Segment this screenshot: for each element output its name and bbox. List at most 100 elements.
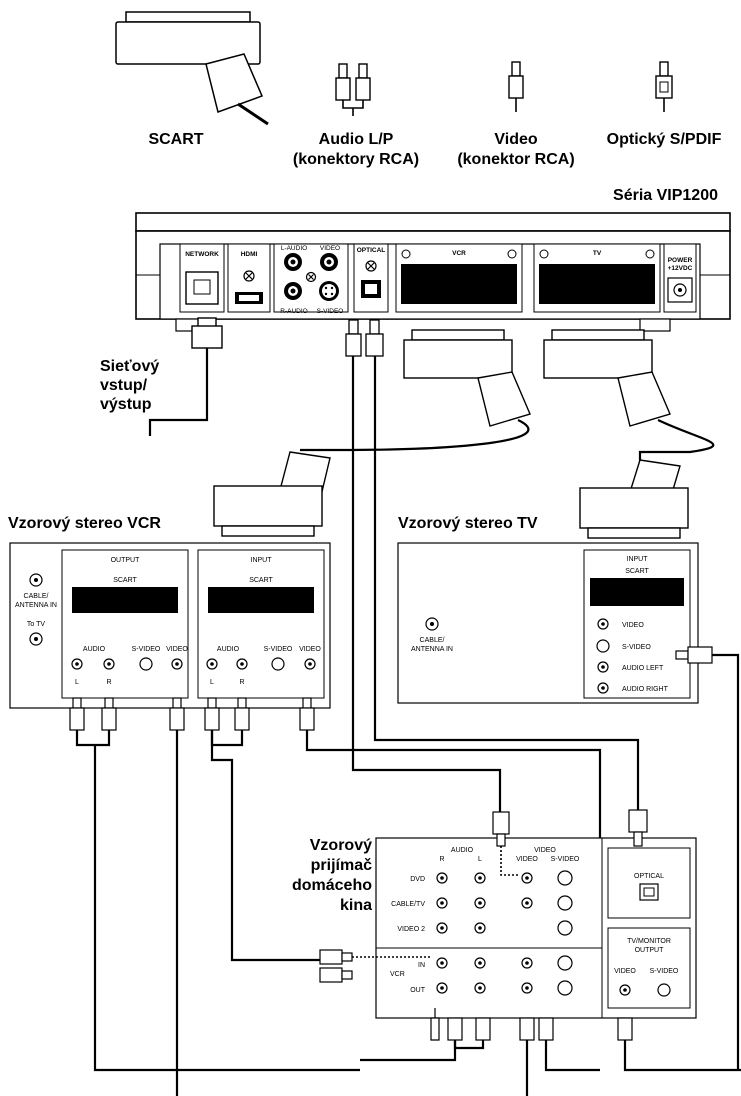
scart-connector-icon xyxy=(115,11,269,126)
receiver-video-group-label: VIDEO xyxy=(534,847,556,854)
receiver-plugs xyxy=(319,809,648,1050)
vcr-to-tv-label: To TV xyxy=(27,621,45,628)
rca-jack-center xyxy=(525,986,529,990)
network-label-line1: Sieťový xyxy=(100,358,159,375)
vcr-input-label: INPUT xyxy=(251,557,273,564)
rca-jack-center xyxy=(478,901,482,905)
stb-power-label-line2: +12VDC xyxy=(668,265,693,272)
optical-port: OPTICAL xyxy=(353,243,389,313)
tv-cable-label-line1: CABLE/ xyxy=(420,637,445,644)
receiver-audio-label: AUDIO xyxy=(451,847,474,854)
vcr-input-video-label: VIDEO xyxy=(299,646,321,653)
vcr-title: Vzorový stereo VCR xyxy=(8,515,161,532)
stb-vcr-scart-port: VCR xyxy=(395,243,523,313)
receiver-device: Vzorový prijímač domáceho kina AUDIO VID… xyxy=(292,837,697,1019)
vcr-input-audio-label: AUDIO xyxy=(217,646,240,653)
hdmi-port: HDMI xyxy=(227,243,271,313)
vcr-cable-label-line2: ANTENNA IN xyxy=(15,602,57,609)
rca-jack-center xyxy=(478,926,482,930)
vcr-output-scart-label: SCART xyxy=(113,577,137,584)
vcr-input-r-label: R xyxy=(239,679,244,686)
stb-optical-label: OPTICAL xyxy=(357,247,386,254)
rca-jack-center xyxy=(440,986,444,990)
vcr-cable-label-line1: CABLE/ xyxy=(24,593,49,600)
stb-network-label: NETWORK xyxy=(185,251,219,258)
receiver-title-line3: domáceho xyxy=(292,877,372,894)
network-label-line2: vstup/ xyxy=(100,377,148,394)
network-cable xyxy=(148,317,223,436)
receiver-out-label: OUT xyxy=(410,987,426,994)
legend-optical-label: Optický S/PDIF xyxy=(607,131,722,148)
vcr-input-scart-label: SCART xyxy=(249,577,273,584)
legend-audio-label-line1: Audio L/P xyxy=(319,131,394,148)
receiver-s-video-label: S-VIDEO xyxy=(551,856,580,863)
receiver-video2-label: VIDEO 2 xyxy=(397,926,425,933)
tv-video-plug xyxy=(675,646,713,664)
receiver-l-label: L xyxy=(478,856,482,863)
receiver-monitor-video-label: VIDEO xyxy=(614,968,636,975)
stb-tv-label: TV xyxy=(593,250,602,257)
tv-audio-right-label: AUDIO RIGHT xyxy=(622,686,669,693)
vcr-output-label: OUTPUT xyxy=(111,557,141,564)
stb-power-label-line1: POWER xyxy=(668,257,693,264)
stb-video-label: VIDEO xyxy=(320,245,340,252)
vcr-output-audio-label: AUDIO xyxy=(83,646,106,653)
receiver-r-label: R xyxy=(439,856,444,863)
rca-video-connector-icon xyxy=(508,61,524,112)
receiver-video-label: VIDEO xyxy=(516,856,538,863)
rca-jack-center xyxy=(440,926,444,930)
rca-jack-center xyxy=(478,986,482,990)
tv-device: Vzorový stereo TV CABLE/ ANTENNA IN INPU… xyxy=(397,515,699,704)
rca-jack-center xyxy=(478,876,482,880)
vcr-device: Vzorový stereo VCR CABLE/ ANTENNA IN To … xyxy=(8,515,331,709)
tv-input-label: INPUT xyxy=(627,556,649,563)
receiver-title-line1: Vzorový xyxy=(310,837,372,854)
receiver-monitor-label-line1: TV/MONITOR xyxy=(627,938,671,945)
s-video-jack xyxy=(557,895,573,911)
receiver-title-line4: kina xyxy=(340,897,372,914)
s-video-jack xyxy=(557,955,573,971)
s-video-jack xyxy=(557,870,573,886)
s-video-jack xyxy=(557,920,573,936)
legend: SCART Audio L/P (konektory RCA) Video (k… xyxy=(115,11,722,168)
receiver-monitor-s-video-label: S-VIDEO xyxy=(650,968,679,975)
set-top-box: Séria VIP1200 NETWORK HDMI L-AUDIO VIDEO… xyxy=(135,187,731,332)
vcr-output-video-label: VIDEO xyxy=(166,646,188,653)
network-port: NETWORK xyxy=(179,243,225,313)
legend-scart-label: SCART xyxy=(148,131,203,148)
stb-tv-scart-port: TV xyxy=(533,243,661,313)
stb-hdmi-label: HDMI xyxy=(241,251,258,258)
legend-audio-label-line2: (konektory RCA) xyxy=(293,151,419,168)
power-port: POWER +12VDC xyxy=(663,243,697,313)
vcr-rca-plugs xyxy=(69,697,315,747)
av-ports: L-AUDIO VIDEO R-AUDIO S-VIDEO xyxy=(273,243,349,315)
rca-audio-connector-icon xyxy=(335,63,371,116)
stb-scart-plugs xyxy=(403,329,671,427)
rca-jack-center xyxy=(440,901,444,905)
s-video-jack xyxy=(557,980,573,996)
rca-jack-center xyxy=(525,901,529,905)
receiver-dvd-label: DVD xyxy=(410,876,425,883)
tv-audio-left-label: AUDIO LEFT xyxy=(622,665,664,672)
rca-jack-center xyxy=(478,961,482,965)
legend-video-label-line1: Video xyxy=(494,131,538,148)
stb-s-video-label: S-VIDEO xyxy=(317,308,344,315)
vcr-input-s-video-label: S-VIDEO xyxy=(264,646,293,653)
receiver-vcr-label: VCR xyxy=(390,971,405,978)
rca-jack-center xyxy=(440,961,444,965)
vcr-output-r-label: R xyxy=(106,679,111,686)
receiver-jacks xyxy=(436,870,573,996)
optical-connector-icon xyxy=(655,61,673,112)
receiver-cable-tv-label: CABLE/TV xyxy=(391,901,425,908)
vcr-input-l-label: L xyxy=(210,679,214,686)
tv-video-label: VIDEO xyxy=(622,622,644,629)
rca-jack-center xyxy=(525,876,529,880)
device-scart-plugs xyxy=(213,451,689,539)
stb-r-audio-label: R-AUDIO xyxy=(280,308,307,315)
tv-s-video-label: S-VIDEO xyxy=(622,644,651,651)
stb-l-audio-label: L-AUDIO xyxy=(281,245,307,252)
stb-vcr-label: VCR xyxy=(452,250,466,257)
vcr-output-s-video-label: S-VIDEO xyxy=(132,646,161,653)
stb-title: Séria VIP1200 xyxy=(613,187,718,204)
